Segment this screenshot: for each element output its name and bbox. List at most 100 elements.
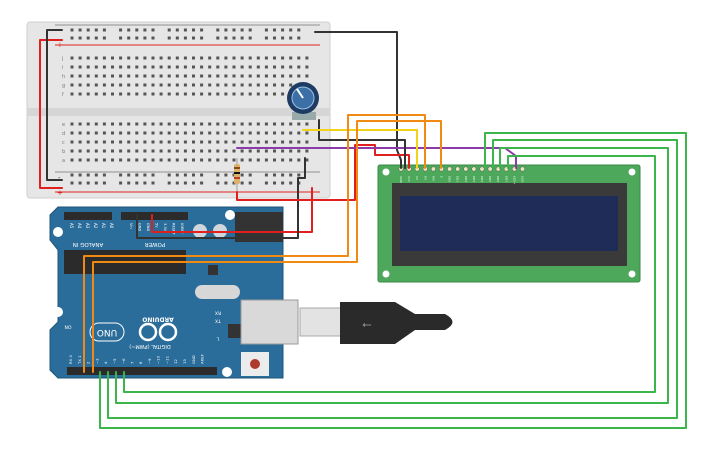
hole[interactable] [208, 92, 212, 96]
rail-hole[interactable] [183, 173, 187, 177]
hole[interactable] [143, 149, 147, 153]
rail-hole[interactable] [183, 28, 187, 32]
hole[interactable] [86, 74, 90, 78]
hole[interactable] [102, 56, 106, 60]
hole[interactable] [78, 74, 82, 78]
hole[interactable] [281, 131, 285, 135]
hole[interactable] [289, 74, 293, 78]
hole[interactable] [175, 56, 179, 60]
hole[interactable] [264, 149, 268, 153]
rail-hole[interactable] [240, 36, 244, 40]
hole[interactable] [216, 140, 220, 144]
hole[interactable] [240, 92, 244, 96]
hole[interactable] [143, 140, 147, 144]
hole[interactable] [159, 83, 163, 87]
hole[interactable] [151, 74, 155, 78]
wire-purple[interactable] [236, 147, 517, 169]
hole[interactable] [216, 65, 220, 69]
hole[interactable] [86, 56, 90, 60]
hole[interactable] [94, 158, 98, 162]
arduino-uno[interactable]: ANALOG IN POWER ARDUINO UNO DIGITAL (PWM… [49, 206, 299, 379]
hole[interactable] [305, 122, 309, 126]
wire-red[interactable] [39, 39, 63, 189]
wire-yellow[interactable] [302, 129, 418, 169]
hole[interactable] [78, 122, 82, 126]
hole[interactable] [143, 158, 147, 162]
hole[interactable] [111, 65, 114, 69]
hole[interactable] [94, 83, 98, 87]
rail-hole[interactable] [273, 173, 276, 177]
hole[interactable] [183, 140, 187, 144]
rail-hole[interactable] [143, 28, 147, 32]
hole[interactable] [192, 122, 195, 126]
hole[interactable] [232, 140, 236, 144]
hole[interactable] [240, 65, 244, 69]
hole[interactable] [248, 83, 252, 87]
rail-hole[interactable] [216, 173, 220, 177]
rail-hole[interactable] [151, 36, 155, 40]
hole[interactable] [200, 74, 204, 78]
hole[interactable] [224, 92, 228, 96]
hole[interactable] [167, 83, 171, 87]
analog-header[interactable] [64, 212, 112, 220]
hole[interactable] [248, 56, 252, 60]
rail-hole[interactable] [119, 173, 123, 177]
hole[interactable] [224, 158, 228, 162]
hole[interactable] [208, 131, 212, 135]
hole[interactable] [264, 56, 268, 60]
hole[interactable] [143, 92, 147, 96]
hole[interactable] [297, 131, 301, 135]
rail-hole[interactable] [200, 181, 204, 185]
hole[interactable] [78, 158, 82, 162]
hole[interactable] [127, 56, 131, 60]
rail-hole[interactable] [78, 173, 82, 177]
hole[interactable] [102, 74, 106, 78]
hole[interactable] [297, 158, 301, 162]
rail-hole[interactable] [281, 181, 285, 185]
rail-hole[interactable] [273, 28, 276, 32]
rail-hole[interactable] [297, 173, 301, 177]
hole[interactable] [297, 122, 301, 126]
hole[interactable] [192, 92, 195, 96]
hole[interactable] [86, 92, 90, 96]
hole[interactable] [208, 122, 212, 126]
hole[interactable] [127, 122, 131, 126]
hole[interactable] [167, 65, 171, 69]
lcd-pin-led-minus[interactable] [520, 166, 525, 172]
rail-hole[interactable] [167, 36, 171, 40]
rail-hole[interactable] [200, 36, 204, 40]
hole[interactable] [208, 65, 212, 69]
hole[interactable] [78, 140, 82, 144]
rail-hole[interactable] [127, 181, 131, 185]
hole[interactable] [159, 56, 163, 60]
rail-hole[interactable] [143, 181, 147, 185]
rail-hole[interactable] [143, 36, 147, 40]
hole[interactable] [208, 140, 212, 144]
hole[interactable] [135, 158, 139, 162]
hole[interactable] [119, 149, 123, 153]
hole[interactable] [86, 131, 90, 135]
hole[interactable] [102, 131, 106, 135]
hole[interactable] [289, 158, 293, 162]
rail-hole[interactable] [175, 173, 179, 177]
hole[interactable] [70, 56, 74, 60]
hole[interactable] [86, 140, 90, 144]
rail-hole[interactable] [70, 28, 74, 32]
rail-hole[interactable] [273, 36, 276, 40]
resistor[interactable] [234, 158, 240, 192]
wire-orange[interactable] [92, 120, 442, 373]
rail-hole[interactable] [127, 36, 131, 40]
hole[interactable] [135, 131, 139, 135]
hole[interactable] [159, 122, 163, 126]
hole[interactable] [248, 65, 252, 69]
rail-hole[interactable] [264, 173, 268, 177]
hole[interactable] [273, 65, 276, 69]
hole[interactable] [216, 158, 220, 162]
hole[interactable] [264, 65, 268, 69]
rail-hole[interactable] [143, 173, 147, 177]
hole[interactable] [192, 140, 195, 144]
hole[interactable] [289, 131, 293, 135]
hole[interactable] [70, 74, 74, 78]
rail-hole[interactable] [78, 28, 82, 32]
hole[interactable] [256, 74, 260, 78]
